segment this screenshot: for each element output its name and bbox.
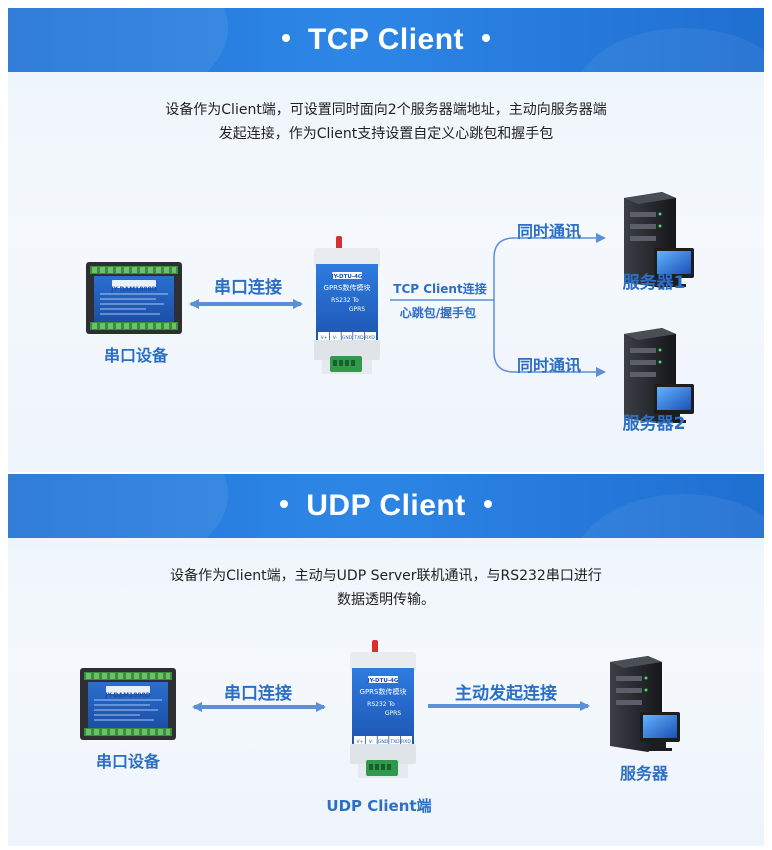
tcp-server1-label: 服务器1 bbox=[622, 273, 686, 293]
tcp-dtu-line2: GPRS bbox=[349, 306, 365, 313]
terminal-label: V- bbox=[369, 739, 374, 745]
tcp-title-text: TCP Client bbox=[307, 23, 465, 56]
udp-header-band: UDP Client bbox=[8, 474, 764, 538]
terminal-label: TXD bbox=[353, 335, 364, 341]
tcp-dtu-module-image bbox=[313, 235, 381, 375]
udp-title: UDP Client bbox=[8, 474, 764, 538]
tcp-client-link-label: TCP Client连接 bbox=[393, 282, 487, 296]
udp-dtu-terminal-labels: V+ V- GND TXD RXD bbox=[357, 739, 412, 745]
tcp-serial-device-image bbox=[85, 261, 183, 335]
bullet-dot-icon bbox=[483, 500, 492, 509]
bullet-dot-icon bbox=[482, 34, 491, 43]
udp-dtu-model: JY-DTU-4G bbox=[367, 678, 399, 684]
terminal-label: RXD bbox=[401, 739, 411, 745]
udp-dtu-name: GPRS数传模块 bbox=[360, 687, 407, 696]
terminal-label: RXD bbox=[365, 335, 375, 341]
tcp-sync-comm-top: 同时通讯 bbox=[516, 222, 581, 241]
tcp-dtu-terminal-labels: V+ V- GND TXD RXD bbox=[321, 335, 376, 341]
terminal-label: V- bbox=[333, 335, 338, 341]
tcp-dtu-model: JY-DTU-4G bbox=[331, 274, 363, 280]
tcp-branch-line-top bbox=[493, 233, 606, 300]
udp-dtu-line2: GPRS bbox=[385, 710, 401, 717]
udp-dtu-module-image bbox=[349, 639, 417, 779]
udp-description: 设备作为Client端，主动与UDP Server联机通讯，与RS232串口进行… bbox=[8, 564, 764, 612]
bullet-dot-icon bbox=[281, 34, 290, 43]
udp-desc-line2: 数据透明传输。 bbox=[337, 592, 435, 608]
tcp-dtu-name: GPRS数传模块 bbox=[324, 283, 371, 292]
tcp-desc-line2: 发起连接，作为Client支持设置自定义心跳包和握手包 bbox=[218, 126, 554, 142]
terminal-label: V+ bbox=[321, 335, 328, 341]
udp-serial-device-image bbox=[79, 667, 177, 741]
tcp-serial-device-label: 串口设备 bbox=[103, 346, 168, 365]
udp-active-link-label: 主动发起连接 bbox=[455, 684, 557, 704]
udp-client-label: UDP Client端 bbox=[326, 797, 432, 815]
terminal-label: V+ bbox=[357, 739, 364, 745]
udp-dtu-line1: RS232 To bbox=[367, 701, 395, 708]
udp-serial-device-label: 串口设备 bbox=[95, 752, 160, 771]
tcp-serial-link-label: 串口连接 bbox=[214, 278, 282, 298]
udp-serial-link-label: 串口连接 bbox=[224, 684, 292, 704]
terminal-label: GND bbox=[342, 335, 353, 341]
udp-desc-line1: 设备作为Client端，主动与UDP Server联机通讯，与RS232串口进行 bbox=[170, 568, 602, 584]
udp-server-label: 服务器 bbox=[619, 764, 668, 783]
tcp-branch-line-bottom bbox=[493, 300, 606, 377]
tcp-sync-comm-bottom: 同时通讯 bbox=[516, 356, 581, 375]
tcp-server2-label: 服务器2 bbox=[622, 414, 686, 434]
bullet-dot-icon bbox=[280, 500, 289, 509]
udp-server-image bbox=[610, 656, 680, 752]
terminal-label: TXD bbox=[389, 739, 400, 745]
tcp-description: 设备作为Client端，可设置同时面向2个服务器端地址，主动向服务器端 发起连接… bbox=[8, 98, 764, 146]
terminal-label: GND bbox=[378, 739, 389, 745]
udp-io-model-label: JY-DAM1808D bbox=[104, 692, 150, 699]
tcp-header-band: TCP Client bbox=[8, 8, 764, 72]
tcp-heartbeat-label: 心跳包/握手包 bbox=[399, 306, 477, 320]
tcp-dtu-line1: RS232 To bbox=[331, 297, 359, 304]
tcp-title: TCP Client bbox=[8, 8, 764, 72]
udp-title-text: UDP Client bbox=[306, 489, 466, 522]
tcp-io-model-label: JY-DAM1808D bbox=[110, 286, 156, 293]
tcp-desc-line1: 设备作为Client端，可设置同时面向2个服务器端地址，主动向服务器端 bbox=[165, 102, 607, 118]
